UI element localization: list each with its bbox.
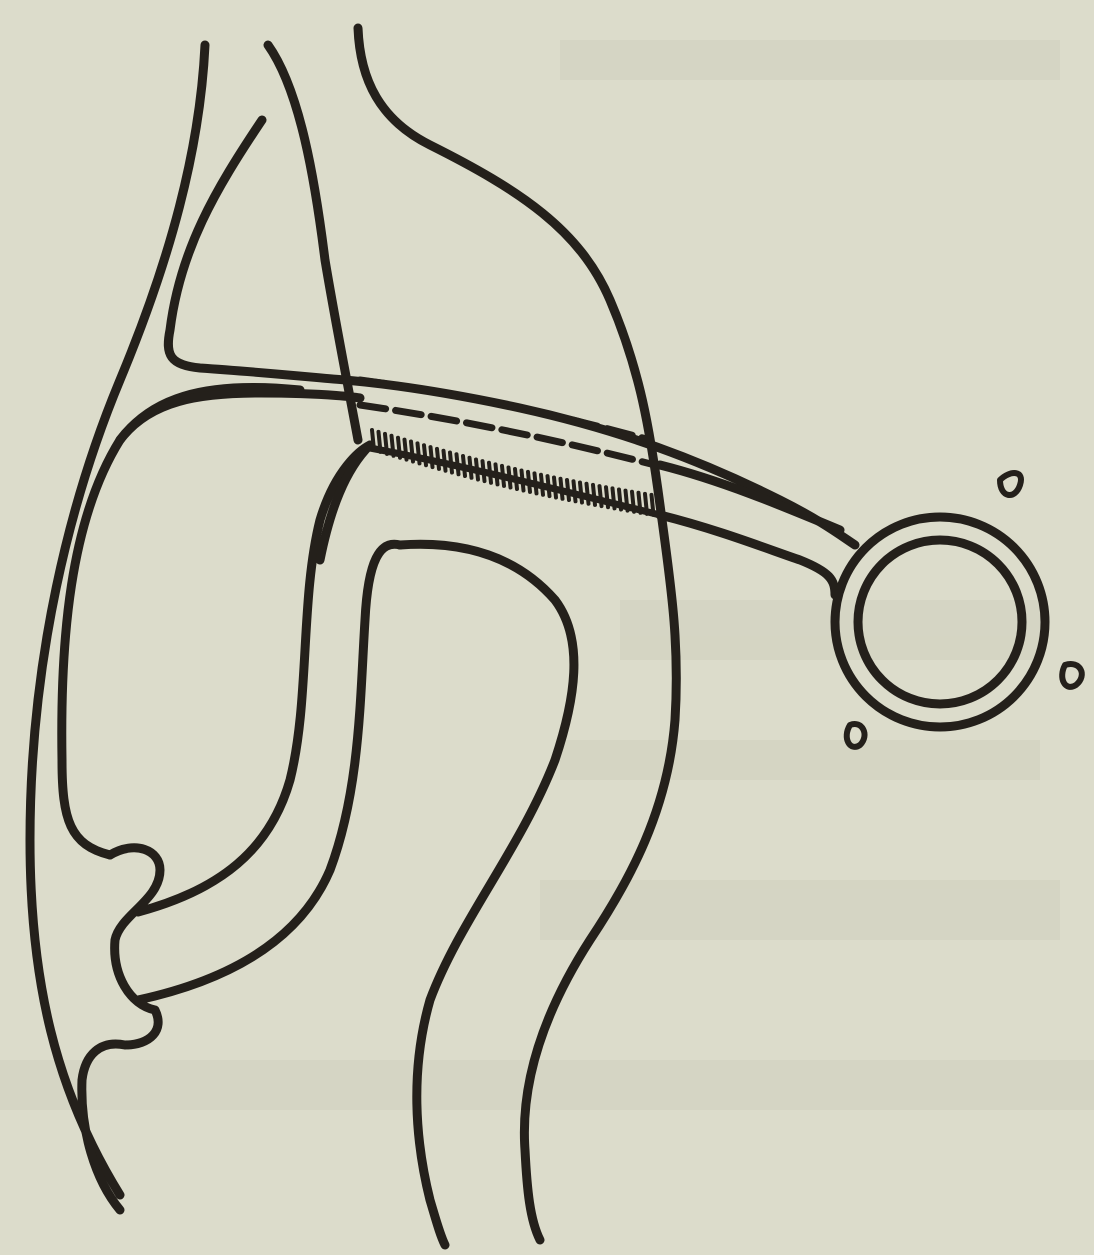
anatomical-line-diagram [0, 0, 1094, 1255]
